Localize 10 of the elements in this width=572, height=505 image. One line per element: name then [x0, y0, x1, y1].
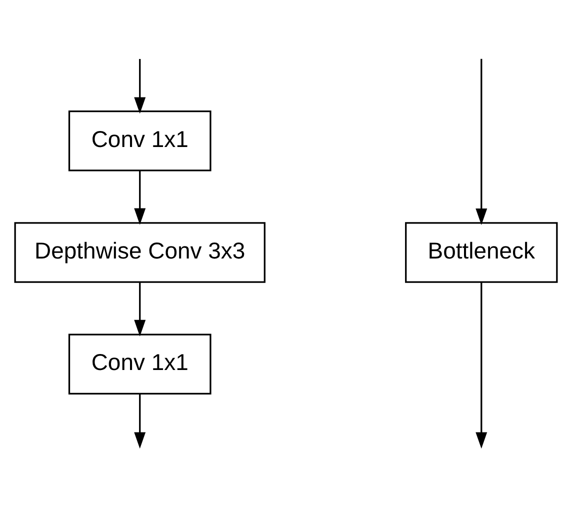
arrow [134, 394, 146, 449]
node-box: Conv 1x1 [68, 110, 212, 172]
arrow [476, 58, 488, 225]
arrow [476, 282, 488, 449]
node-box: Bottleneck [405, 222, 558, 283]
arrow [134, 58, 146, 114]
node-box: Conv 1x1 [68, 334, 212, 395]
arrow [134, 282, 146, 336]
arrow [134, 170, 146, 225]
node-box: Depthwise Conv 3x3 [14, 222, 266, 283]
